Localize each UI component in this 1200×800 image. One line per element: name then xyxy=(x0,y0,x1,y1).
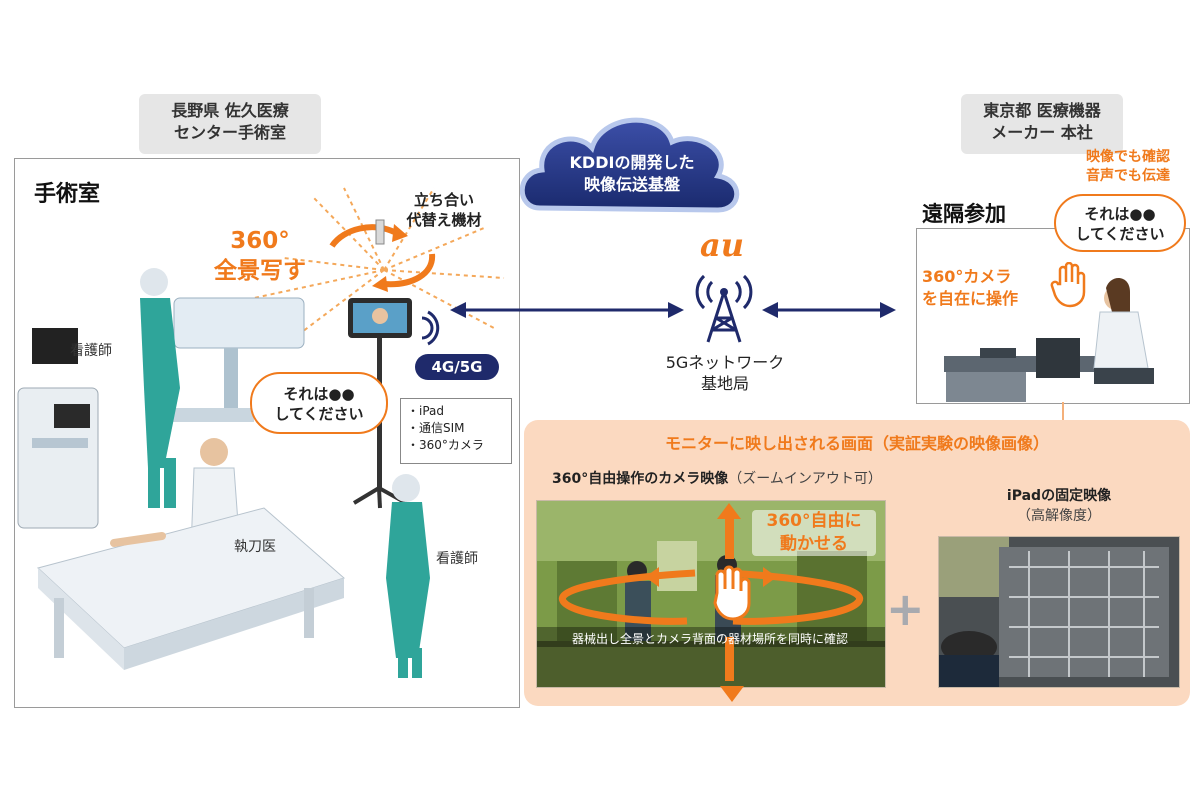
remote-speech-bubble: それは●● してください xyxy=(1054,194,1186,252)
au-logo: au xyxy=(700,226,744,264)
rotation-arrow xyxy=(329,224,396,248)
down-arrow-tip xyxy=(720,686,744,702)
camera-caption-paren: （ズームインアウト可） xyxy=(728,471,882,487)
remote-title: 遠隔参加 xyxy=(922,202,1006,226)
operating-room-illustration xyxy=(17,187,505,678)
surgeon-label: 執刀医 xyxy=(234,539,276,555)
base-station-label: 5Gネットワーク 基地局 xyxy=(665,353,785,393)
camera-subtitle: 器械出し全景とカメラ背面の器材場所を同時に確認 xyxy=(571,632,848,646)
cloud-icon xyxy=(519,117,740,213)
rotation-arrow xyxy=(383,253,436,288)
ipad-caption: iPadの固定映像 （高解像度） xyxy=(944,486,1174,526)
cloud-label: KDDIの開発した 映像伝送基盤 xyxy=(569,153,695,194)
camera-overlay-label: 360°自由に 動かせる xyxy=(752,510,876,556)
network-badge: 4G/5G xyxy=(415,354,499,380)
remote-note: 映像でも確認 音声でも伝達 xyxy=(1086,149,1170,184)
room-speech-bubble: それは●● してください xyxy=(250,372,388,434)
left-location-label: 長野県 佐久医療 センター手術室 xyxy=(139,94,321,154)
ipad-video-image xyxy=(939,537,1179,687)
nurse-right-label: 看護師 xyxy=(436,551,478,567)
ipad-video-frame xyxy=(938,536,1180,688)
camera-rays xyxy=(253,187,505,339)
camera-caption-bold: 360°自由操作のカメラ映像 xyxy=(552,471,729,487)
hand-icon xyxy=(1050,262,1086,308)
nurse-left-label: 看護師 xyxy=(70,343,112,359)
camera-video-image xyxy=(537,501,885,687)
ipad-caption-sub: （高解像度） xyxy=(1017,508,1101,524)
device-list: ・iPad ・通信SIM ・360°カメラ xyxy=(400,398,512,464)
plus-sign: + xyxy=(886,582,925,636)
remote-control-label: 360°カメラ を自在に操作 xyxy=(922,267,1019,308)
network-connection-arrows xyxy=(450,302,896,318)
monitor-title: モニターに映し出される画面（実証実験の映像画像） xyxy=(664,434,1049,453)
connector-line xyxy=(1062,402,1064,420)
remote-office-illustration xyxy=(944,277,1154,402)
right-location-label: 東京都 医療機器 メーカー 本社 xyxy=(961,94,1123,154)
equipment-label: 立ち合い 代替え機材 xyxy=(406,191,482,229)
antenna-tower-icon xyxy=(695,274,753,343)
ipad-caption-bold: iPadの固定映像 xyxy=(1006,488,1112,504)
room-title: 手術室 xyxy=(34,182,101,207)
wifi-icon xyxy=(421,310,440,346)
panorama-label: 360° 全景写す xyxy=(214,228,306,284)
camera-caption: 360°自由操作のカメラ映像（ズームインアウト可） xyxy=(552,468,882,488)
